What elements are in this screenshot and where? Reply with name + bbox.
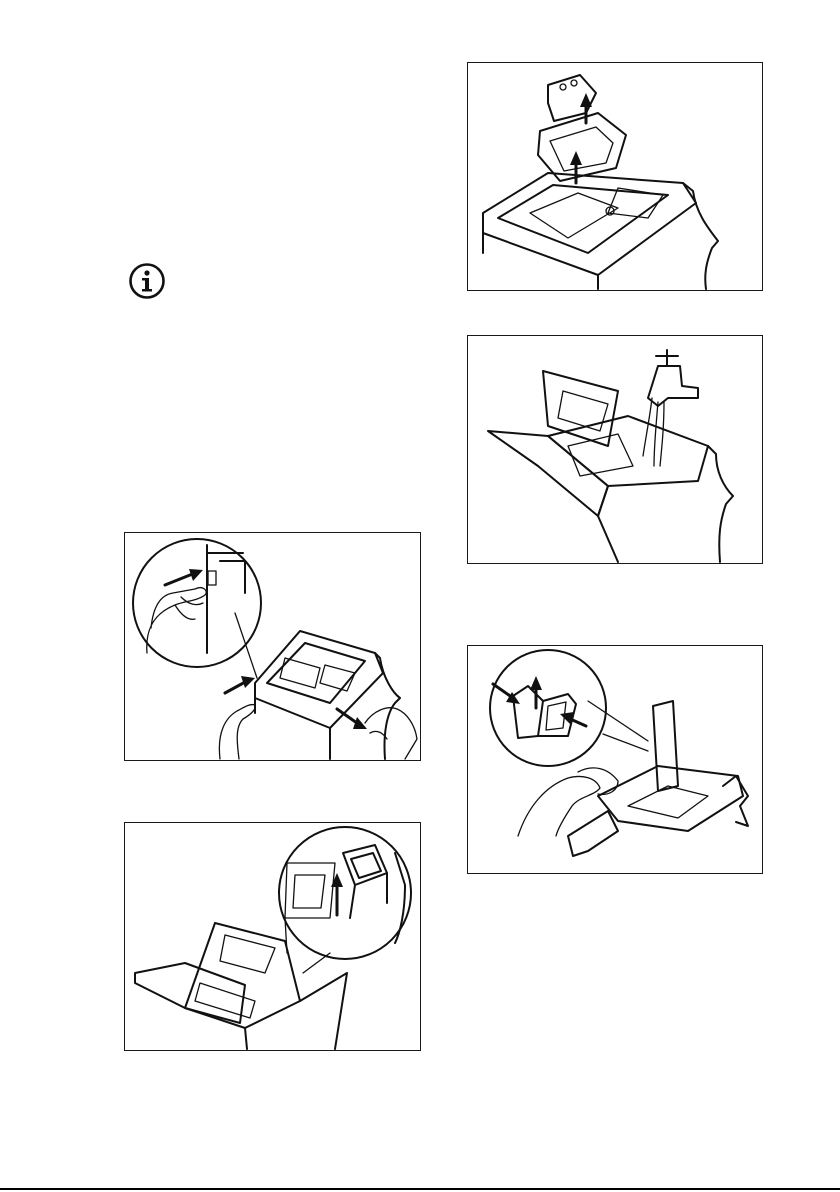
page-bottom-rule <box>0 1188 840 1190</box>
figure-clean-recess <box>467 645 763 874</box>
figure-lift-flap <box>124 822 421 1051</box>
figure-rinse-under-tap <box>467 335 763 564</box>
detail-magnifier <box>279 827 411 959</box>
info-circle-icon <box>128 262 166 300</box>
figure-remove-drawer <box>124 532 421 761</box>
figure-remove-inserts <box>467 62 763 291</box>
detail-magnifier <box>133 539 261 667</box>
